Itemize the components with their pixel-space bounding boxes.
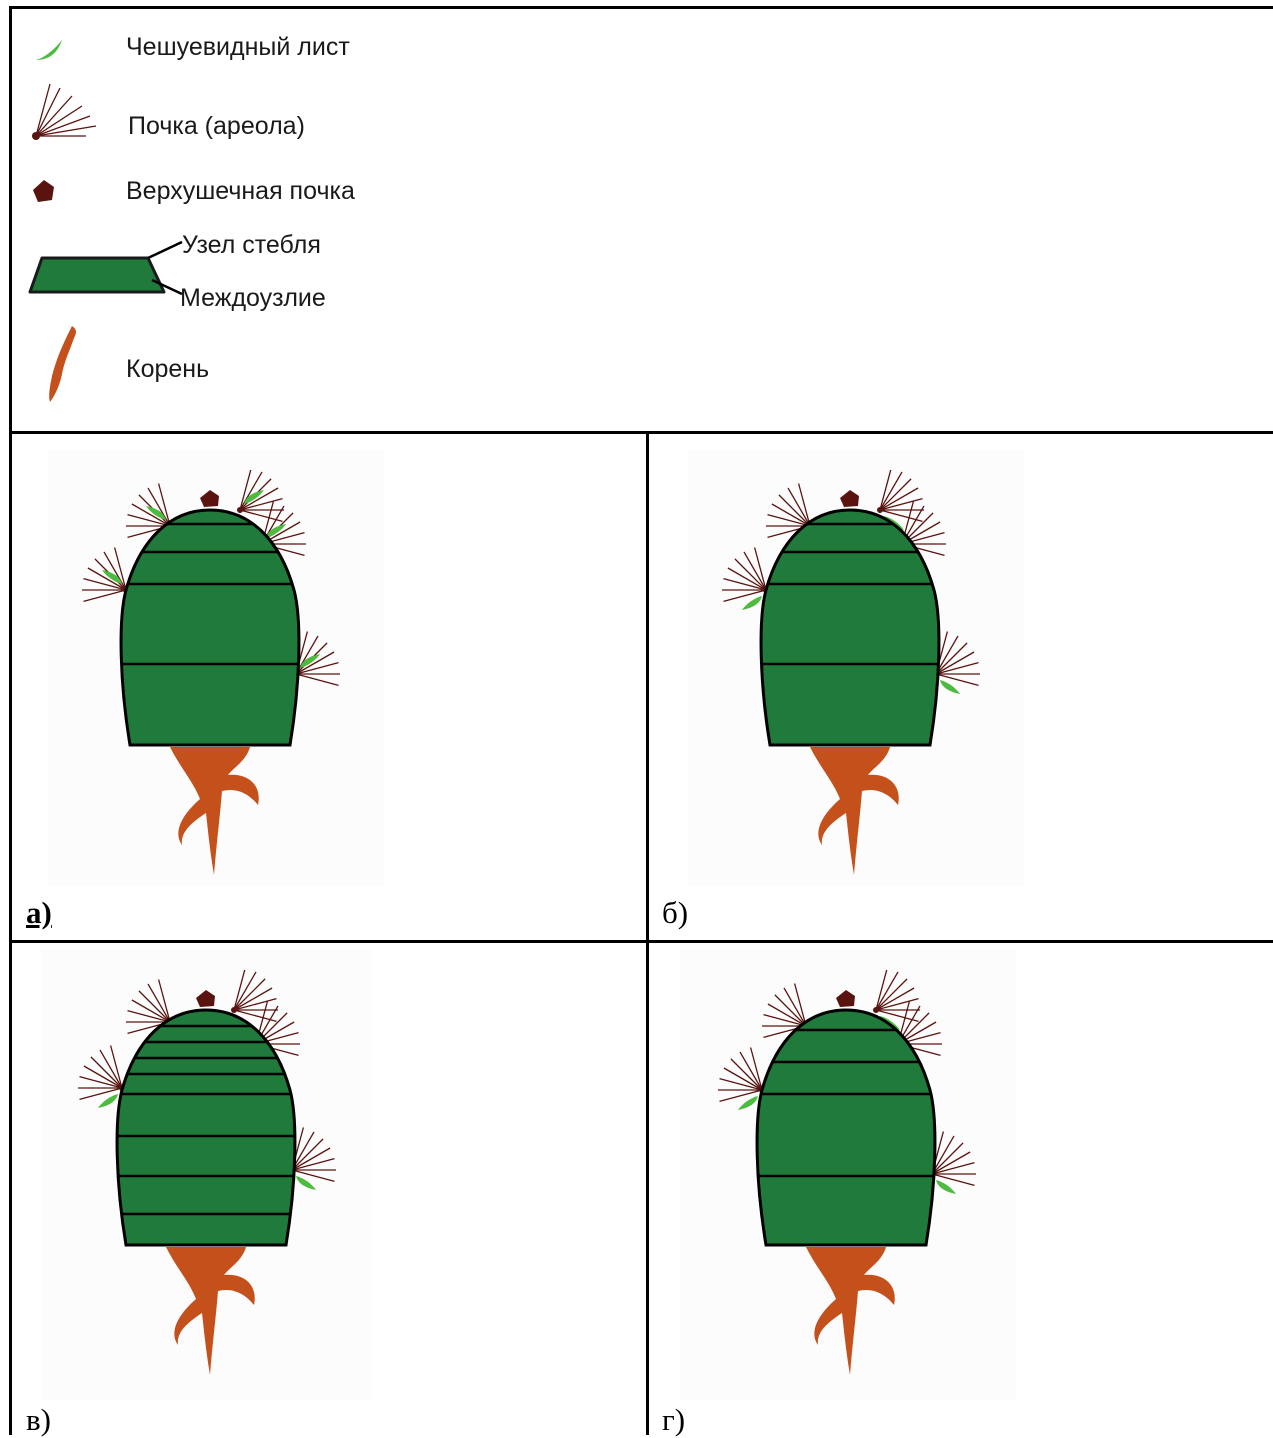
apical-bud [196, 990, 215, 1007]
areole-bud [722, 547, 769, 601]
stem-body [757, 1010, 935, 1245]
areole-bud [877, 470, 924, 521]
root [806, 1247, 895, 1375]
panel-label-a[interactable]: а) [26, 895, 52, 931]
legend-label-root: Корень [126, 355, 209, 384]
panel-label-v[interactable]: в) [26, 1402, 51, 1438]
legend-label-internode: Междоузлие [180, 284, 326, 313]
panel-label-g[interactable]: г) [662, 1402, 685, 1438]
areole-bud [231, 970, 278, 1021]
table-divider-columns [646, 431, 649, 1435]
root [170, 747, 259, 875]
cactus-panel-g[interactable] [696, 970, 1006, 1390]
cactus-panel-b[interactable] [700, 470, 1010, 880]
scale-leaf [936, 1180, 956, 1194]
areole-bud [78, 1045, 125, 1099]
panel-label-b[interactable]: б) [662, 895, 688, 931]
stem-body [121, 510, 299, 745]
areole-bud-icon [26, 80, 106, 146]
legend-label-apical-bud: Верхушечная почка [126, 177, 355, 206]
scale-leaf-icon [32, 36, 72, 66]
stem-body [761, 510, 939, 745]
apical-bud [836, 990, 855, 1007]
areole-bud [873, 970, 920, 1021]
cactus-panel-v[interactable] [56, 970, 366, 1390]
root [810, 747, 899, 875]
legend-label-scale-leaf: Чешуевидный лист [126, 33, 350, 62]
table-divider-legend [9, 431, 1273, 434]
scale-leaf [296, 1176, 316, 1190]
legend-label-bud: Почка (ареола) [128, 112, 305, 141]
scale-leaf [98, 1094, 118, 1108]
cactus-panel-a[interactable] [60, 470, 370, 880]
stem-segment-icon [26, 232, 191, 302]
apical-bud [840, 490, 859, 507]
scale-leaf [738, 1096, 758, 1110]
root [166, 1247, 255, 1375]
areole-bud [82, 547, 129, 601]
legend-label-stem-node: Узел стебля [182, 231, 321, 260]
areole-bud [718, 1047, 765, 1101]
scale-leaf [940, 680, 960, 694]
scale-leaf [742, 596, 762, 610]
root-icon [40, 322, 88, 406]
table-divider-rows [9, 940, 1273, 943]
apical-bud [200, 490, 219, 507]
apical-bud-icon [30, 178, 58, 206]
areole-bud [237, 470, 284, 521]
stem-body [117, 1010, 295, 1245]
